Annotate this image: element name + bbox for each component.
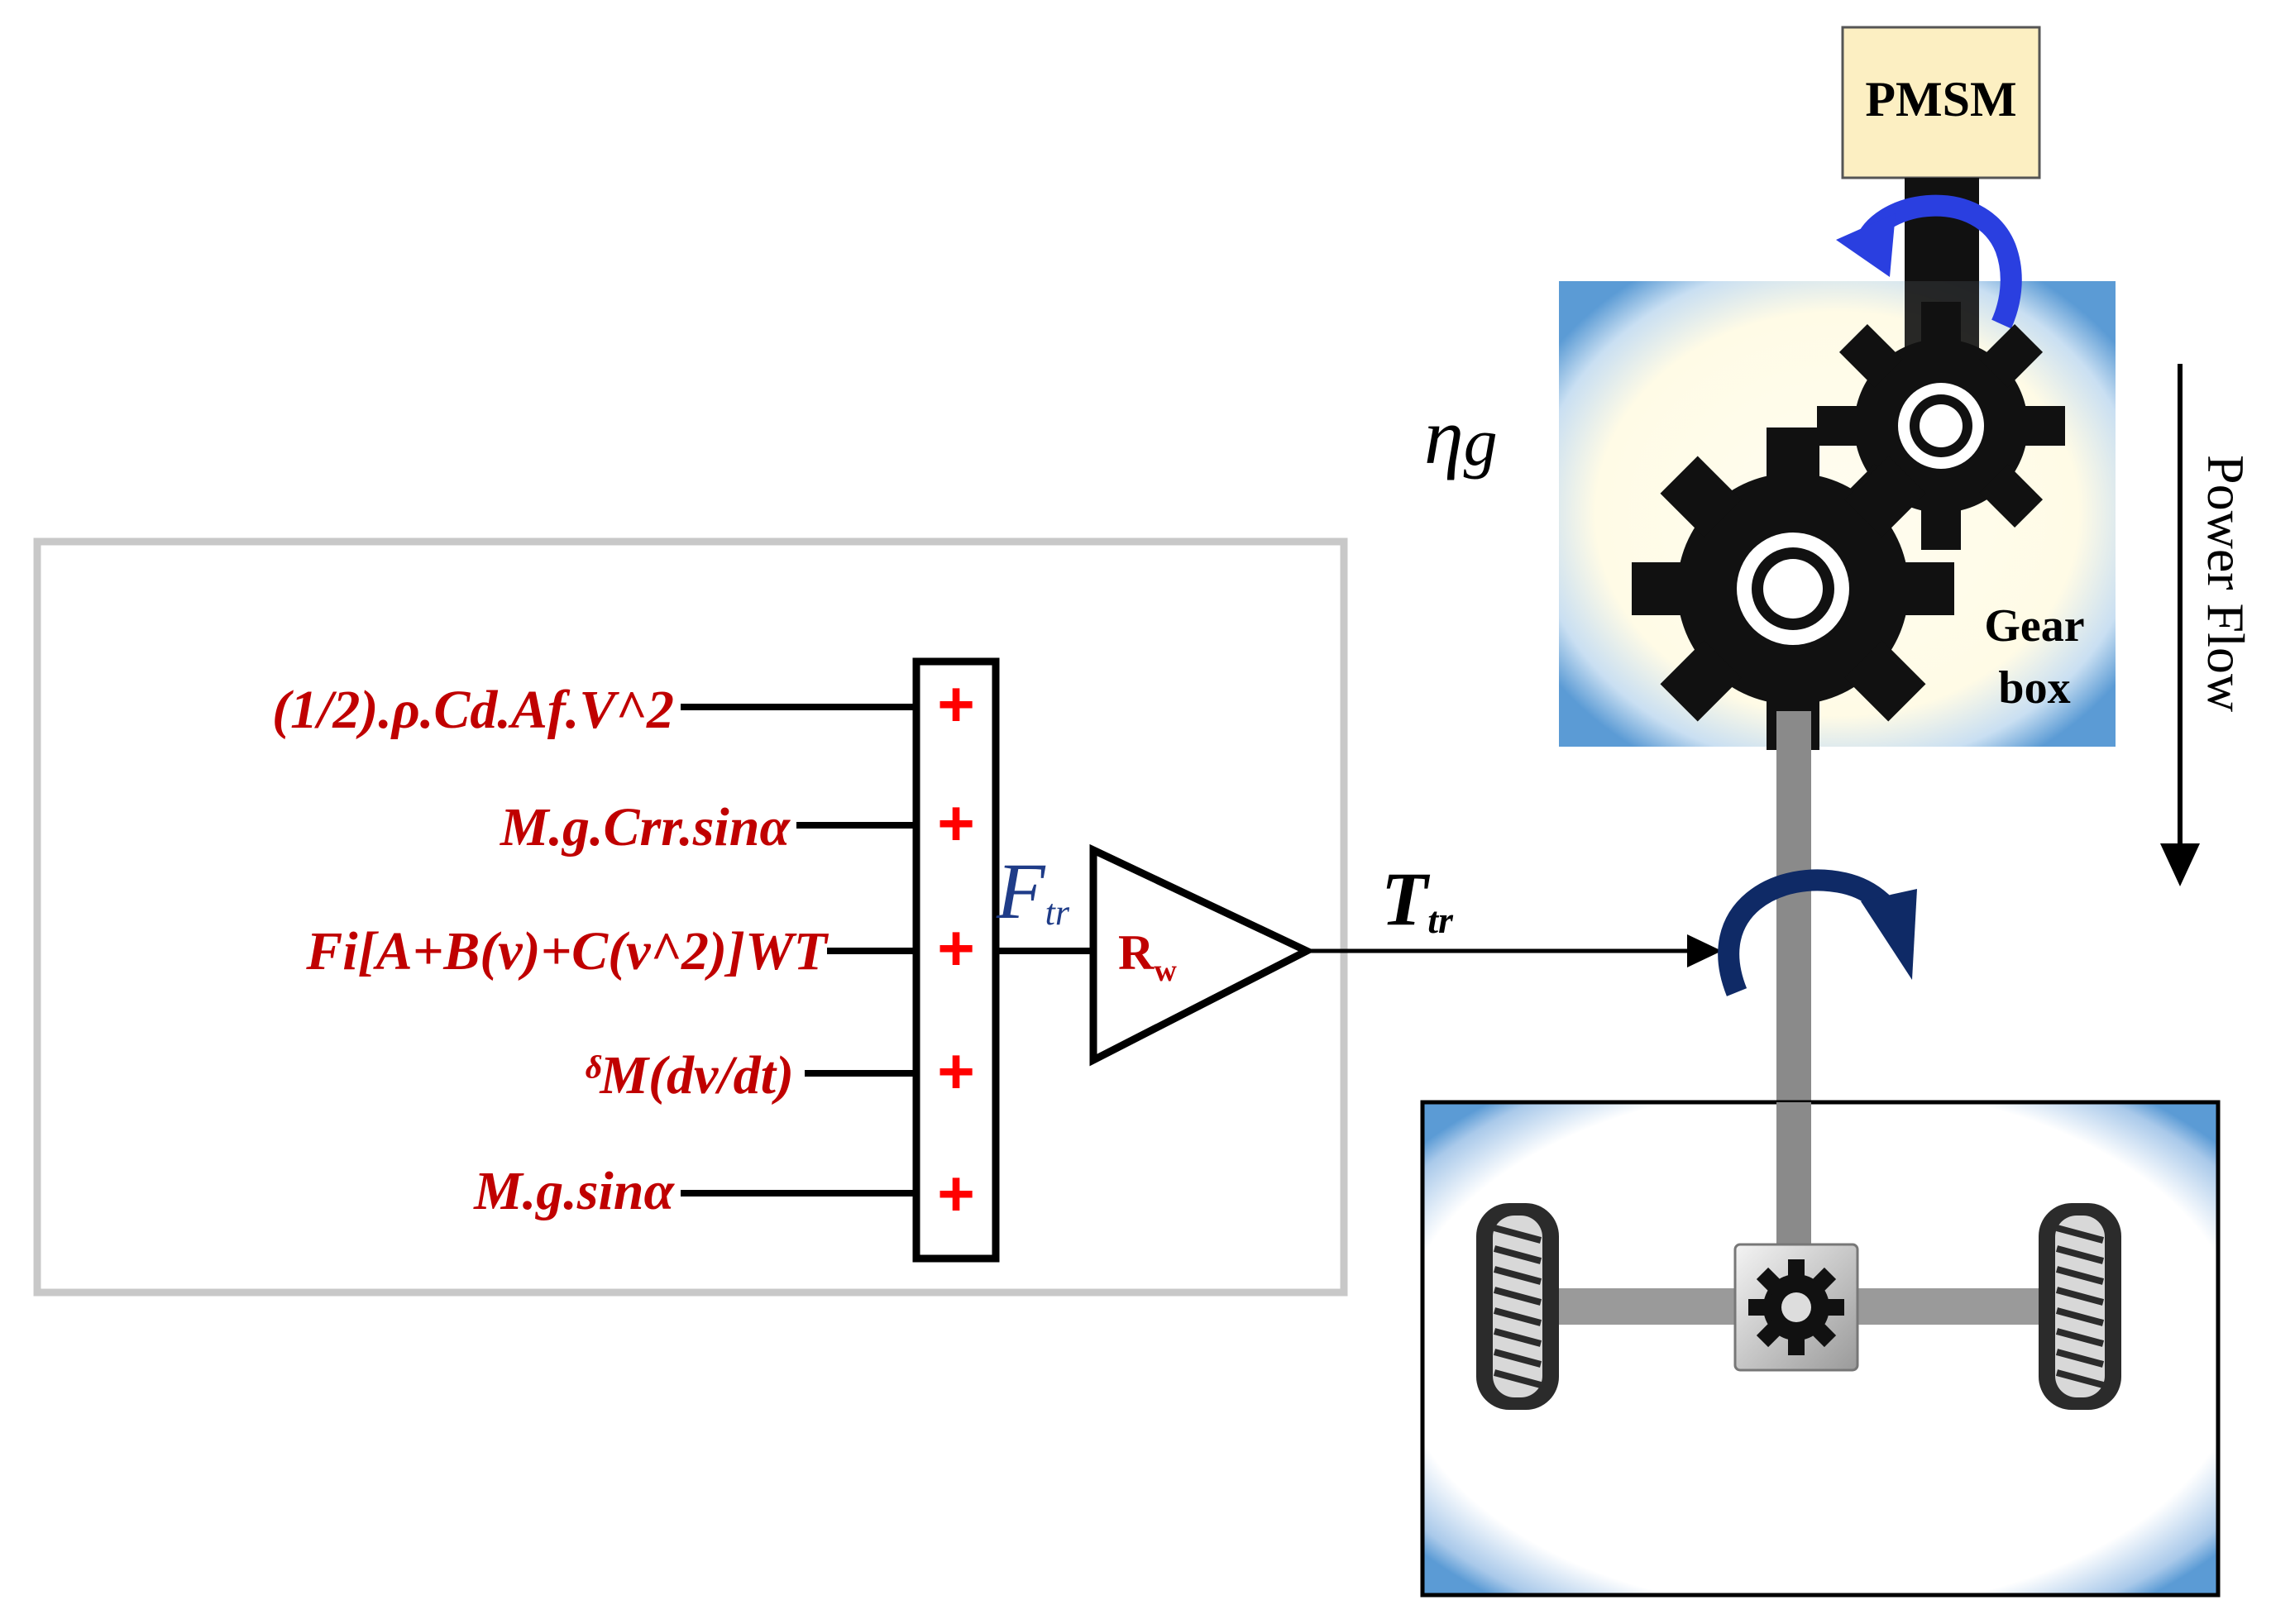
plus-overlay-1: + — [937, 667, 975, 740]
plus-overlay-2: + — [937, 786, 975, 859]
differential-gear-icon — [1748, 1259, 1844, 1355]
small-gear-icon — [1817, 302, 2065, 550]
force-inputs: (1/2).ρ.Cd.Af.V^2 + M.g.Crr.sinα + Fi[A+… — [272, 667, 970, 1230]
power-flow-arrowhead — [2160, 843, 2200, 886]
shaft-rotation-arc — [1718, 869, 1913, 996]
drive-shaft-lower — [1776, 1102, 1811, 1251]
plus-signs-overlay: + + + + + — [937, 667, 975, 1230]
traction-force-label: Ftr — [996, 847, 1070, 935]
right-tire-icon — [2039, 1203, 2121, 1410]
large-gear-icon — [1632, 427, 1954, 750]
gain-triangle — [1089, 843, 1316, 1067]
pmsm-label: PMSM — [1865, 72, 2016, 127]
efficiency-label: ηg — [1424, 392, 1498, 480]
force-label-aero: (1/2).ρ.Cd.Af.V^2 — [272, 680, 674, 740]
motor-rotation-arrowhead — [1836, 213, 1896, 277]
plus-overlay-5: + — [937, 1157, 975, 1230]
pmsm-box — [1841, 26, 2041, 179]
gearbox-label-line2: box — [1998, 662, 2070, 714]
force-block-frame — [33, 537, 1348, 1297]
force-label-grade: M.g.sinα — [473, 1161, 675, 1221]
plus-overlay-4: + — [937, 1034, 975, 1107]
force-label-rolling: M.g.Crr.sinα — [500, 797, 791, 857]
left-tire-icon — [1476, 1203, 1559, 1410]
gearbox-label-line1: Gear — [1984, 600, 2084, 652]
gain-label: Rw — [1118, 925, 1177, 988]
power-flow-label: Power Flow — [2197, 455, 2255, 712]
traction-torque-label: Ttr — [1381, 857, 1454, 941]
ttr-arrowhead — [1687, 934, 1722, 967]
force-label-acceleration: ᵟM(dv/dt) — [584, 1045, 794, 1106]
plus-overlay-3: + — [937, 911, 975, 984]
summation-bar — [912, 657, 1000, 1263]
shaft-rotation-arrowhead — [1861, 889, 1917, 980]
force-label-inertia-poly: Fi[A+B(v)+C(v^2)]WT — [305, 921, 829, 982]
